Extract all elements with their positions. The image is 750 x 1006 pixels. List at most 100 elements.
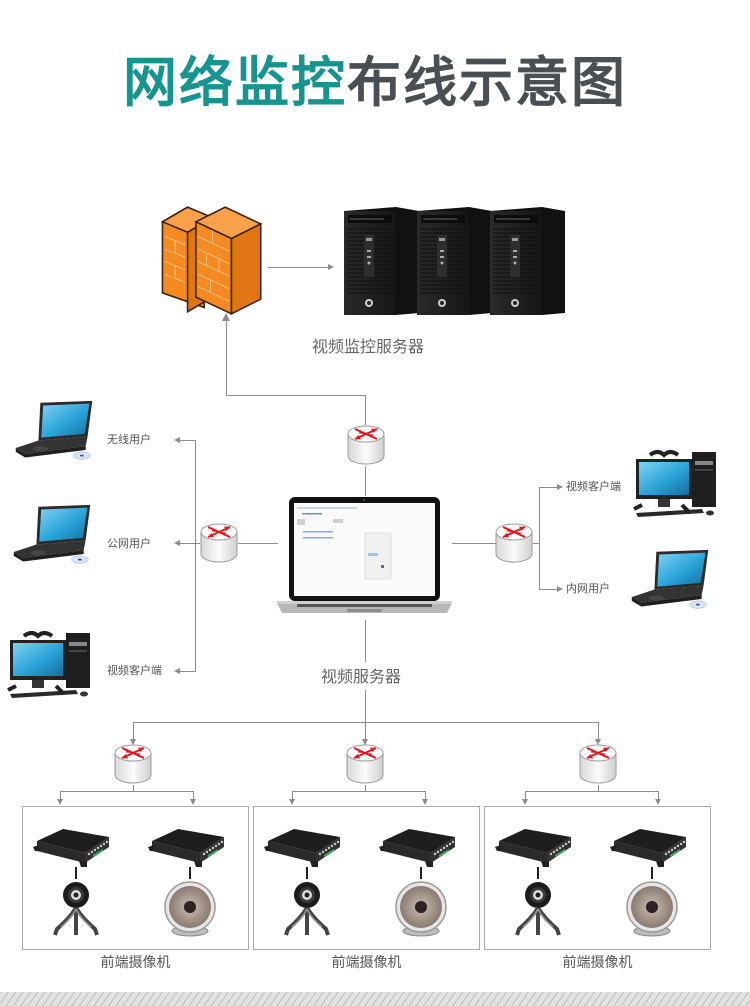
connector-center-to-right-router (452, 543, 496, 544)
connector (292, 791, 425, 792)
laptop-icon (10, 502, 95, 570)
client-label: 无线用户 (107, 433, 151, 446)
server-label: 视频监控服务器 (312, 337, 425, 356)
tower-server-icon (417, 205, 492, 315)
encoder-box-icon (379, 821, 459, 871)
server-rack (344, 205, 572, 320)
webcam-icon (513, 879, 563, 939)
client-label: 公网用户 (107, 537, 151, 550)
router-icon (345, 743, 385, 787)
cable (651, 867, 653, 879)
encoder-box-icon (610, 821, 690, 871)
connector (365, 690, 366, 722)
cable (75, 867, 77, 879)
connector (425, 791, 426, 801)
connector-center-to-left-router (238, 543, 278, 544)
camera-group-box (22, 806, 249, 950)
title-rest: 布线示意图 (347, 51, 627, 114)
connector-firewall-to-servers (268, 267, 328, 268)
desktop-pc-icon (632, 447, 722, 522)
webcam-icon (282, 879, 332, 939)
webcam-icon (51, 879, 101, 939)
client-label: 视频客户端 (566, 480, 621, 493)
connector-right-vertical (539, 487, 540, 590)
arrow-down-icon (57, 799, 63, 805)
laptop-icon (277, 495, 452, 617)
connector (365, 785, 366, 791)
connector (598, 785, 599, 791)
ir-camera-icon (160, 879, 220, 939)
connector (525, 791, 526, 801)
arrow-down-icon (595, 739, 601, 745)
connector (133, 722, 134, 742)
connector (180, 671, 195, 672)
connector (539, 589, 557, 590)
connector (292, 791, 293, 801)
arrow-left-icon (174, 668, 180, 674)
desktop-pc-icon (6, 628, 96, 703)
client-label: 内网用户 (566, 582, 610, 595)
arrow-down-icon (522, 799, 528, 805)
page-title: 网络监控布线示意图 (0, 48, 750, 118)
video-server-label: 视频服务器 (321, 667, 402, 686)
router-icon (578, 743, 618, 787)
connector (533, 543, 539, 544)
router-icon (113, 743, 153, 787)
connector-horizontal (226, 395, 366, 396)
client-label: 视频客户端 (107, 664, 162, 677)
connector (60, 791, 193, 792)
encoder-box-icon (148, 821, 228, 871)
cable (537, 867, 539, 879)
camera-group-label: 前端摄像机 (562, 955, 633, 971)
connector (365, 722, 366, 742)
connector (180, 440, 195, 441)
footer-stripe (0, 992, 750, 1006)
arrow-right-icon (328, 264, 334, 270)
connector (60, 791, 61, 801)
title-accent: 网络监控 (123, 51, 347, 114)
camera-group-label: 前端摄像机 (100, 955, 171, 971)
arrow-down-icon (130, 739, 136, 745)
cable (189, 867, 191, 879)
connector-server-down (365, 620, 366, 662)
laptop-icon (12, 398, 97, 466)
cable (420, 867, 422, 879)
router-icon (494, 522, 534, 566)
arrow-down-icon (289, 799, 295, 805)
camera-group-label: 前端摄像机 (331, 955, 402, 971)
connector-up-to-firewall (226, 318, 227, 396)
laptop-icon (628, 547, 713, 615)
tower-server-icon (490, 205, 565, 315)
connector (598, 722, 599, 742)
connector-to-top-router (365, 395, 366, 425)
router-icon (346, 424, 386, 468)
ir-camera-icon (391, 879, 451, 939)
camera-group-box (484, 806, 711, 950)
connector (193, 791, 194, 801)
connector-router-to-server (365, 466, 366, 496)
arrow-down-icon (362, 739, 368, 745)
arrow-down-icon (655, 799, 661, 805)
connector-left-vertical (195, 440, 196, 672)
router-icon (199, 522, 239, 566)
ir-camera-icon (622, 879, 682, 939)
connector (525, 791, 658, 792)
encoder-box-icon (264, 821, 344, 871)
connector (180, 543, 200, 544)
connector (133, 785, 134, 791)
arrow-right-icon (557, 586, 563, 592)
connector (658, 791, 659, 801)
cable (306, 867, 308, 879)
arrow-left-icon (174, 540, 180, 546)
arrow-left-icon (174, 437, 180, 443)
encoder-box-icon (495, 821, 575, 871)
arrow-up-icon (222, 313, 230, 321)
arrow-down-icon (422, 799, 428, 805)
firewall-icon (152, 203, 267, 318)
arrow-right-icon (557, 484, 563, 490)
connector (539, 487, 557, 488)
tower-server-icon (344, 205, 419, 315)
encoder-box-icon (33, 821, 113, 871)
arrow-down-icon (190, 799, 196, 805)
camera-group-box (253, 806, 480, 950)
